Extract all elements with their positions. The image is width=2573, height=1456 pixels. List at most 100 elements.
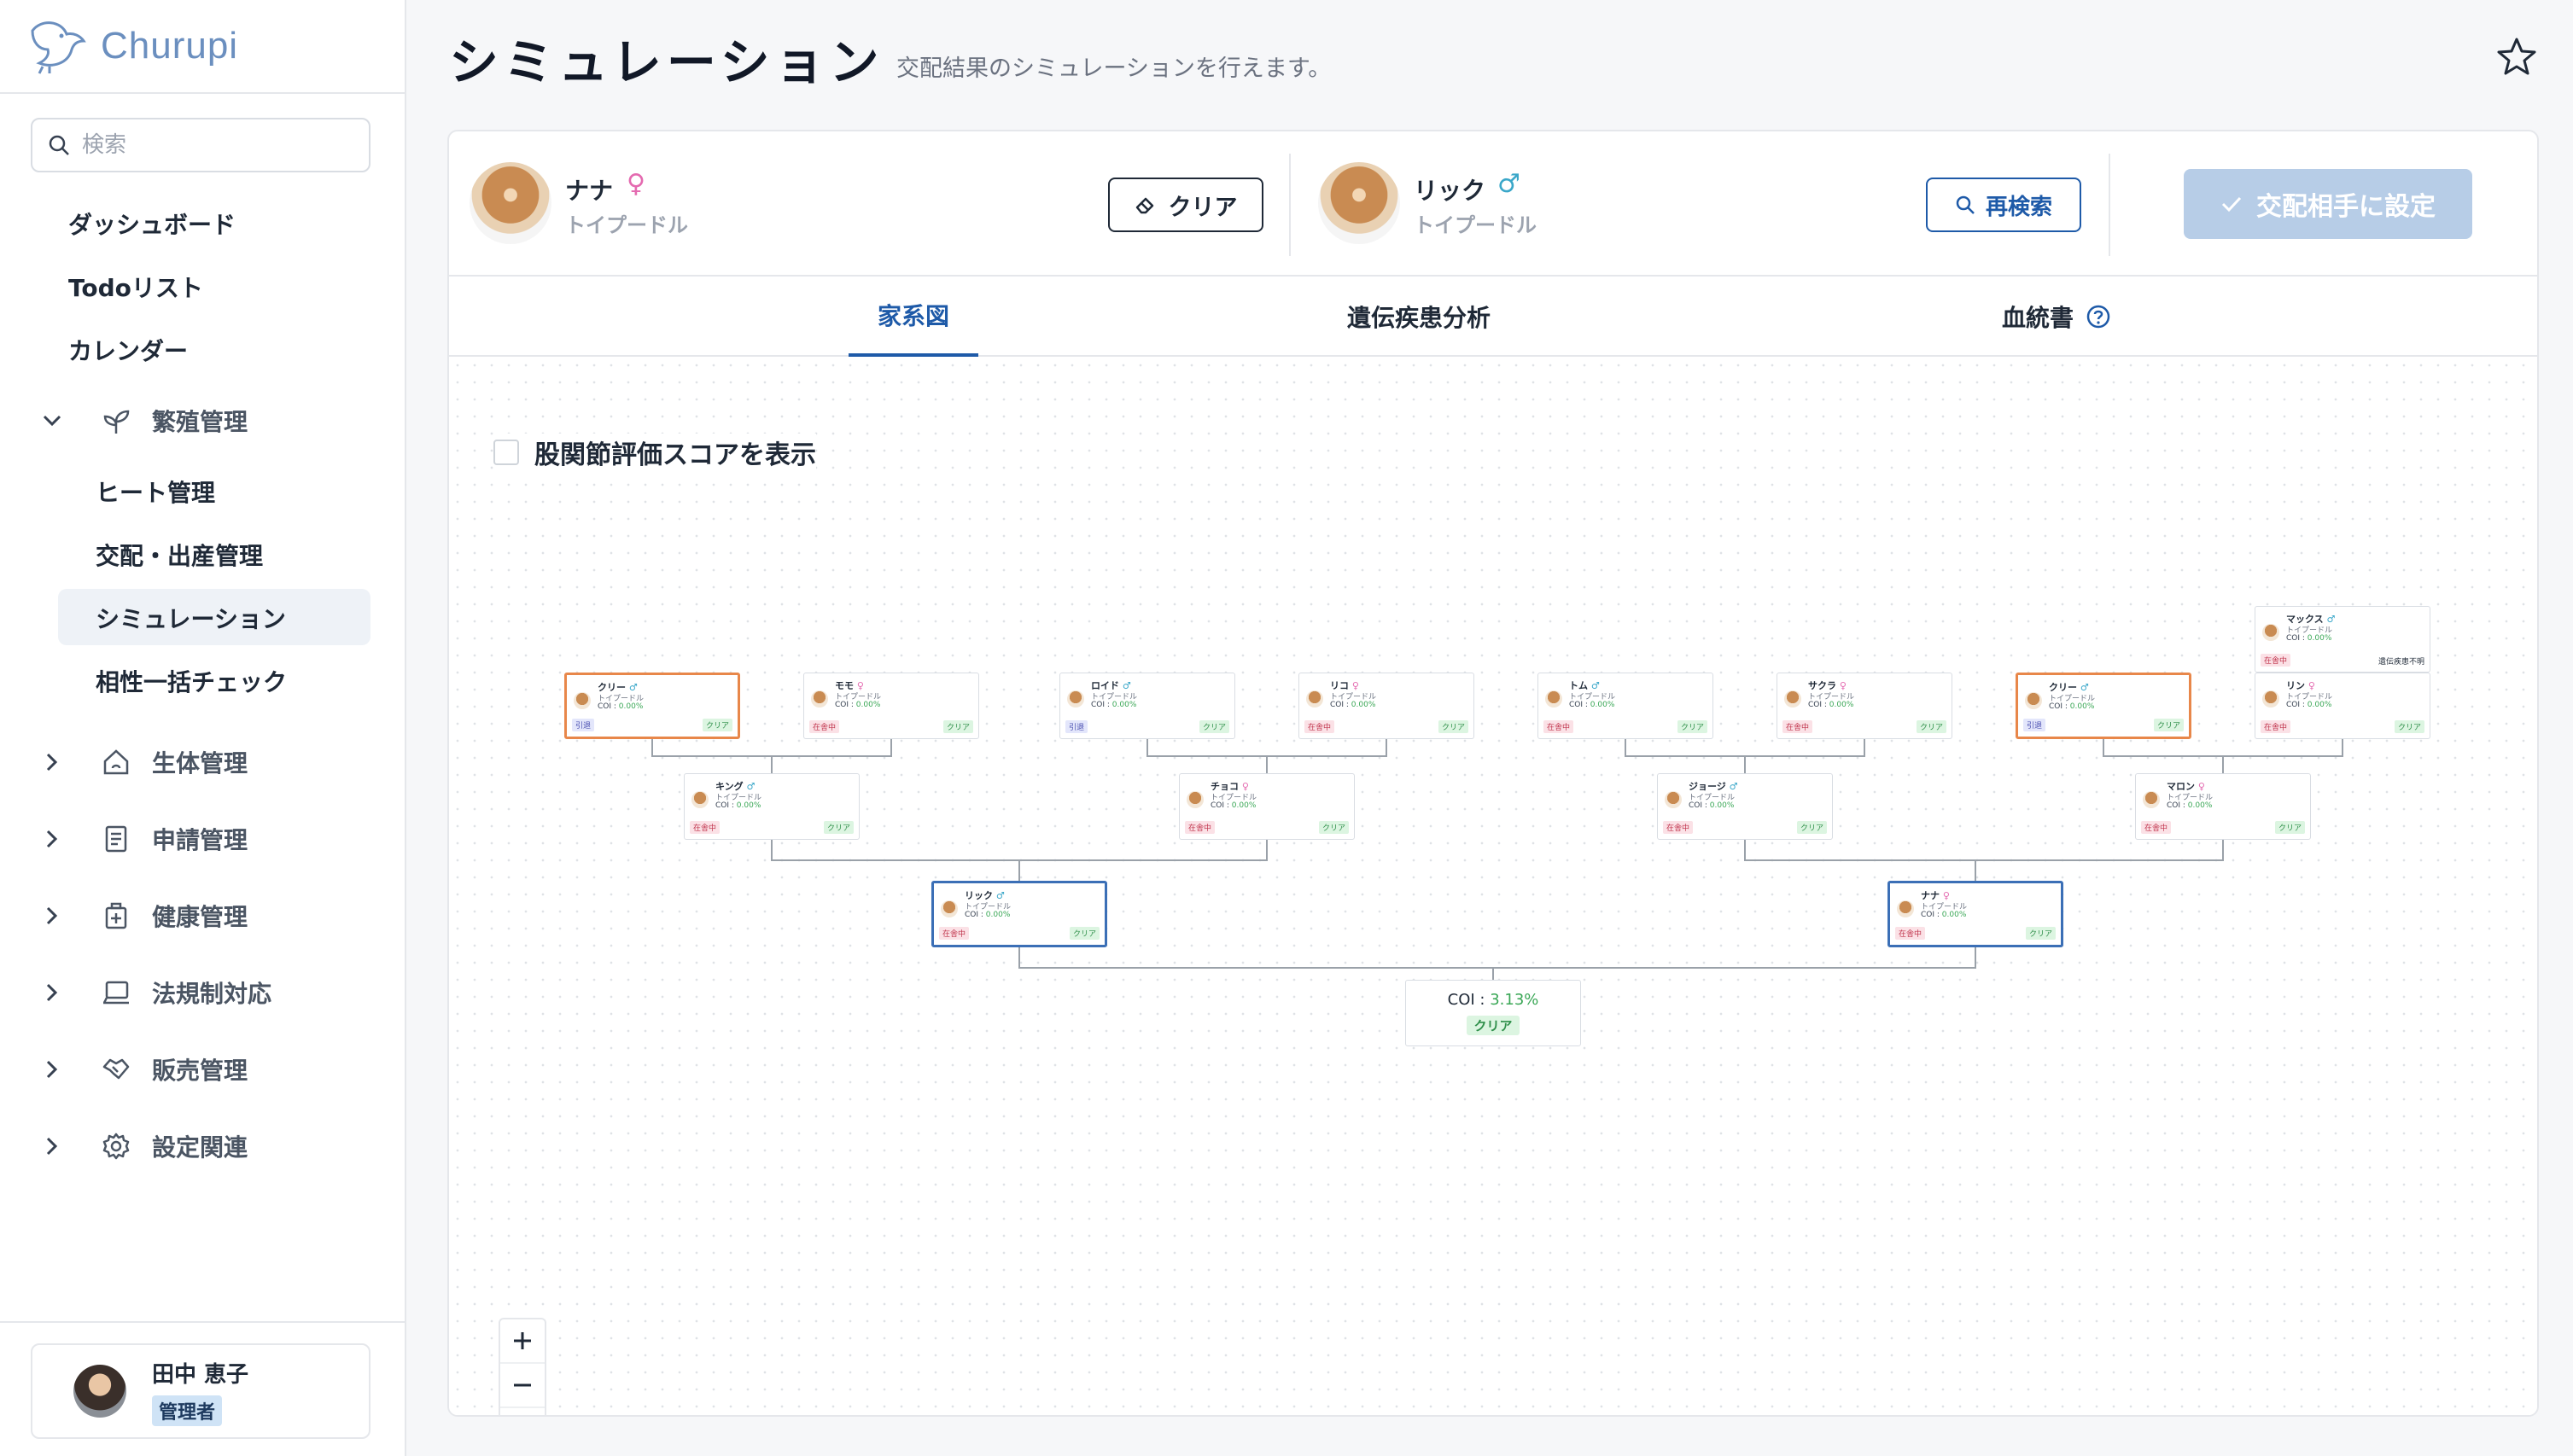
tab-pedigree[interactable]: 血統書 [1975,277,2138,357]
sidebar-item-todo[interactable]: Todoリスト [68,274,203,302]
tree-node-gp-1[interactable]: チョコ ♀ トイプードル COI : 0.00% 在舎中 クリア [1179,773,1355,840]
coi-result-node[interactable]: COI : 3.13% クリア [1405,980,1581,1046]
fit-view-button[interactable] [500,1408,545,1415]
dog-thumb [811,690,828,708]
avatar [73,1365,126,1418]
app-logo[interactable]: Churupi [24,15,238,77]
user-card[interactable]: 田中 恵子 管理者 [31,1343,370,1439]
node-coi-label: COI [2167,801,2181,810]
node-name: モモ [835,680,854,691]
set-mate-button[interactable]: 交配相手に設定 [2184,169,2472,239]
sidebar-item-compat-check[interactable]: 相性一括チェック [96,668,288,696]
node-coi-label: COI [1091,701,1106,709]
tree-node-ggp-1[interactable]: モモ ♀ トイプードル COI : 0.00% 在舎中 クリア [803,673,979,739]
chevron-right-icon [39,829,65,849]
node-breed: トイプードル [1921,903,1968,911]
node-breed: トイプードル [2049,695,2096,703]
tree-node-gp-2[interactable]: ジョージ ♂ トイプードル COI : 0.00% 在舎中 クリア [1657,773,1833,840]
clear-badge: クリア [702,719,732,731]
node-breed: トイプードル [1330,693,1377,702]
research-button[interactable]: 再検索 [1926,178,2081,232]
simulation-card: ナナ ♀ トイプードル クリア リック ♂ トイプードル 再検索 交配相手に設定… [447,130,2539,1417]
tree-node-ggp-0[interactable]: クリー ♂ トイプードル COI : 0.00% 引退 クリア [564,673,740,739]
node-breed: トイプードル [1808,693,1855,702]
node-name: リン [2286,680,2305,691]
dog-thumb [691,791,709,808]
node-coi-value: 0.00% [1351,701,1376,709]
gear-icon [99,1129,133,1163]
tree-node-parent-dam[interactable]: ナナ ♀ トイプードル COI : 0.00% 在舎中 クリア [1887,881,2063,947]
male-symbol-icon: ♂ [1497,169,1520,199]
tree-node-ggp-2[interactable]: ロイド ♂ トイプードル COI : 0.00% 引退 クリア [1059,673,1235,739]
node-name: ナナ [1921,890,1940,901]
female-symbol-icon: ♀ [2197,781,2205,792]
search-input[interactable] [82,132,338,158]
male-symbol-icon: ♂ [1590,680,1600,691]
sidebar-group-sales[interactable]: 販売管理 [39,1048,248,1091]
node-name: クリー [2049,682,2077,693]
bird-logo-icon [31,21,86,74]
tree-node-ggp-6[interactable]: クリー ♂ トイプードル COI : 0.00% 引退 クリア [2016,673,2191,739]
sidebar-item-heat[interactable]: ヒート管理 [96,479,216,507]
hip-score-toggle[interactable]: 股関節評価スコアを表示 [493,434,816,471]
result-coi-label: COI [1447,991,1475,1009]
zoom-in-button[interactable] [500,1319,545,1364]
sprout-icon [99,404,133,438]
tree-node-ggp-5[interactable]: サクラ ♀ トイプードル COI : 0.00% 在舎中 クリア [1777,673,1952,739]
node-coi-value: 0.00% [2307,701,2332,709]
node-name: クリー [598,682,626,693]
sidebar-group-legal[interactable]: 法規制対応 [39,971,271,1014]
search-icon [1956,195,1975,214]
female-symbol-icon: ♀ [856,680,864,691]
tree-node-ggp-7[interactable]: リン ♀ トイプードル COI : 0.00% 在舎中 クリア [2255,673,2430,739]
node-coi-value: 0.00% [736,801,761,810]
user-role-badge: 管理者 [152,1395,223,1426]
family-tree-canvas[interactable]: 股関節評価スコアを表示 マックス ♂ [449,357,2537,1415]
tab-family-tree[interactable]: 家系図 [849,277,978,357]
tree-node-extra[interactable]: マックス ♂ トイプードル COI : 0.00% 在舎中 遺伝疾患不明 [2255,606,2430,673]
dog-thumb [2262,690,2279,708]
star-icon[interactable] [2496,36,2537,77]
male-symbol-icon: ♂ [746,781,756,792]
status-badge: 在舎中 [939,927,970,940]
zoom-out-button[interactable] [500,1364,545,1408]
chevron-right-icon [39,906,65,926]
node-breed: トイプードル [835,693,882,702]
help-icon[interactable] [2086,304,2111,329]
node-coi-value: 0.00% [985,911,1011,919]
sidebar-search[interactable] [31,118,370,172]
sidebar-item-mating[interactable]: 交配・出産管理 [96,542,264,570]
handshake-icon [99,1052,133,1086]
active-item-highlight [58,589,370,645]
status-badge: 在舎中 [690,821,721,834]
clear-button[interactable]: クリア [1108,178,1263,232]
node-name: ジョージ [1689,781,1726,792]
hip-score-checkbox[interactable] [493,440,519,465]
sidebar-group-health[interactable]: 健康管理 [39,894,248,937]
tab-genetic-analysis[interactable]: 遺伝疾患分析 [1346,304,1491,332]
clear-badge: クリア [1199,720,1229,733]
node-coi-value: 0.00% [1111,701,1137,709]
node-coi-value: 0.00% [1941,911,1967,919]
node-coi-value: 0.00% [855,701,881,709]
node-coi-label: COI [1689,801,1703,810]
clear-button-label: クリア [1168,194,1238,221]
result-clear-badge: クリア [1467,1016,1520,1035]
male-symbol-icon: ♂ [2080,682,2089,693]
tree-node-gp-3[interactable]: マロン ♀ トイプードル COI : 0.00% 在舎中 クリア [2135,773,2311,840]
sidebar-group-settings[interactable]: 設定関連 [39,1125,248,1168]
tree-node-ggp-4[interactable]: トム ♂ トイプードル COI : 0.00% 在舎中 クリア [1537,673,1713,739]
sidebar-item-simulation[interactable]: シミュレーション [96,605,286,633]
male-dog-breed: トイプードル [1414,213,1537,237]
check-icon [2221,196,2242,213]
sidebar-group-breeding[interactable]: 繁殖管理 [39,399,248,442]
sidebar-group-animals[interactable]: 生体管理 [39,741,248,783]
sidebar-group-applications[interactable]: 申請管理 [39,818,248,860]
sidebar-item-calendar[interactable]: カレンダー [68,337,189,365]
tree-node-gp-0[interactable]: キング ♂ トイプードル COI : 0.00% 在舎中 クリア [684,773,860,840]
tree-node-ggp-3[interactable]: リコ ♀ トイプードル COI : 0.00% 在舎中 クリア [1298,673,1474,739]
clear-badge: クリア [2274,821,2305,834]
status-badge: 在舎中 [1304,720,1335,733]
sidebar-item-dashboard[interactable]: ダッシュボード [68,211,236,239]
tree-node-parent-sire[interactable]: リック ♂ トイプードル COI : 0.00% 在舎中 クリア [931,881,1107,947]
